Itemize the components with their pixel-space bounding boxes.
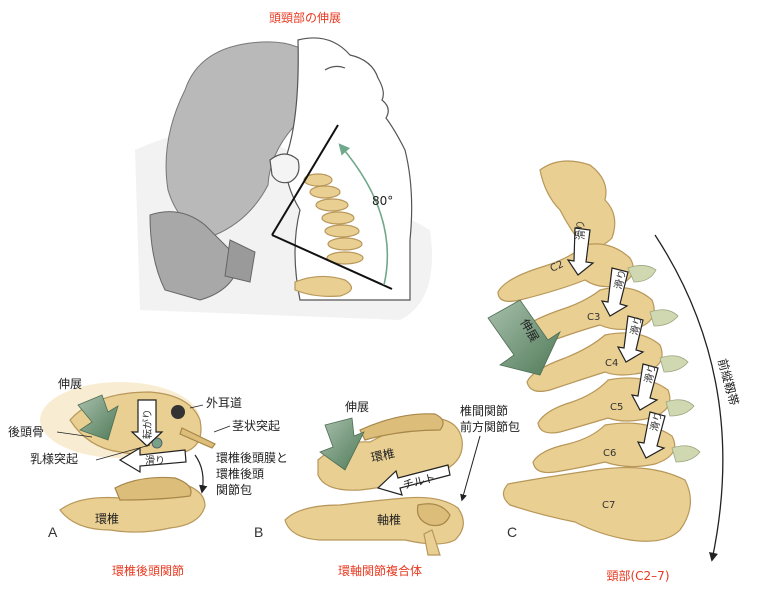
roll-arrow bbox=[130, 399, 164, 447]
extension-arrow-a bbox=[77, 394, 119, 441]
label-membrane-2: 環椎後頭 bbox=[216, 466, 264, 481]
panel-a-atlanto-occipital: 伸展 後頭骨 乳様突起 外耳道 茎状突起 環椎後頭膜と 環椎後頭 関節包 転がり… bbox=[8, 377, 288, 578]
label-facet-1: 椎間関節 bbox=[460, 403, 508, 418]
label-atlas-a: 環椎 bbox=[95, 511, 119, 526]
label-slide-c4: 滑り bbox=[628, 314, 645, 336]
rotation-arc bbox=[338, 143, 389, 286]
capsule-pointer bbox=[194, 454, 208, 494]
label-facet-2: 前方関節包 bbox=[460, 419, 520, 434]
panel-c-letter: C bbox=[507, 524, 517, 540]
c2-dens bbox=[539, 160, 616, 249]
diagram-title: 頭頸部の伸展 bbox=[269, 10, 341, 25]
label-axis: 軸椎 bbox=[377, 512, 401, 527]
label-slide-c2: 滑り bbox=[575, 220, 587, 240]
label-styloid: 茎状突起 bbox=[232, 418, 280, 433]
label-mastoid: 乳様突起 bbox=[30, 451, 78, 466]
c2-vertebra bbox=[497, 243, 634, 302]
panel-b-caption: 環軸関節複合体 bbox=[338, 563, 422, 578]
label-c6: C6 bbox=[603, 448, 616, 459]
cervical-spine-in-head bbox=[294, 173, 364, 297]
tilt-arrow bbox=[376, 464, 451, 496]
head-extension-illustration: 80° bbox=[135, 37, 432, 320]
label-c4: C4 bbox=[605, 358, 618, 369]
label-c7: C7 bbox=[602, 500, 615, 511]
clothing bbox=[149, 211, 241, 301]
label-membrane-1: 環椎後頭膜と bbox=[216, 450, 288, 465]
c6-vertebra bbox=[532, 422, 676, 474]
label-membrane-3: 関節包 bbox=[216, 482, 252, 497]
hair bbox=[165, 41, 319, 236]
panel-a-letter: A bbox=[48, 524, 58, 540]
mastoid-icon bbox=[151, 437, 163, 449]
label-c5: C5 bbox=[610, 402, 623, 413]
panel-c-cervical-c2-c7: 滑り 滑り 滑り 滑り 滑り C2 C3 C4 C5 C6 C7 伸展 前縦靱帯… bbox=[487, 160, 742, 583]
panel-b-atlanto-axial: 伸展 環椎 チルト 軸椎 椎間関節 前方関節包 B 環軸関節複合体 bbox=[254, 400, 520, 578]
angle-label: 80° bbox=[372, 194, 393, 208]
panel-b-letter: B bbox=[254, 524, 263, 540]
label-ear-canal: 外耳道 bbox=[206, 396, 242, 410]
label-slide-c3: 滑り bbox=[612, 268, 629, 290]
label-roll: 転がり bbox=[141, 409, 154, 439]
panel-a-caption: 環椎後頭関節 bbox=[112, 563, 184, 578]
panel-c-caption: 頸部(C2–7) bbox=[606, 568, 669, 583]
label-extension-b: 伸展 bbox=[345, 400, 369, 414]
c7-vertebra bbox=[502, 466, 691, 542]
c5-vertebra bbox=[537, 377, 671, 434]
label-slide-c5: 滑り bbox=[642, 362, 659, 384]
slide-arrows-c bbox=[566, 227, 666, 459]
label-c2: C2 bbox=[549, 259, 566, 275]
label-occipital: 後頭骨 bbox=[8, 425, 44, 439]
label-c3: C3 bbox=[587, 312, 600, 323]
label-slide-a: 滑り bbox=[145, 455, 165, 467]
label-extension-a: 伸展 bbox=[58, 377, 82, 391]
label-slide-c6: 滑り bbox=[648, 410, 665, 432]
extension-arrow-c bbox=[487, 299, 561, 376]
label-atlas-b: 環椎 bbox=[370, 445, 397, 465]
ear-canal-icon bbox=[171, 405, 185, 419]
extension-arrow-b bbox=[319, 417, 365, 471]
slide-arrow-a bbox=[118, 446, 187, 474]
ligament-arrow bbox=[654, 234, 724, 562]
ear-icon bbox=[269, 153, 300, 184]
